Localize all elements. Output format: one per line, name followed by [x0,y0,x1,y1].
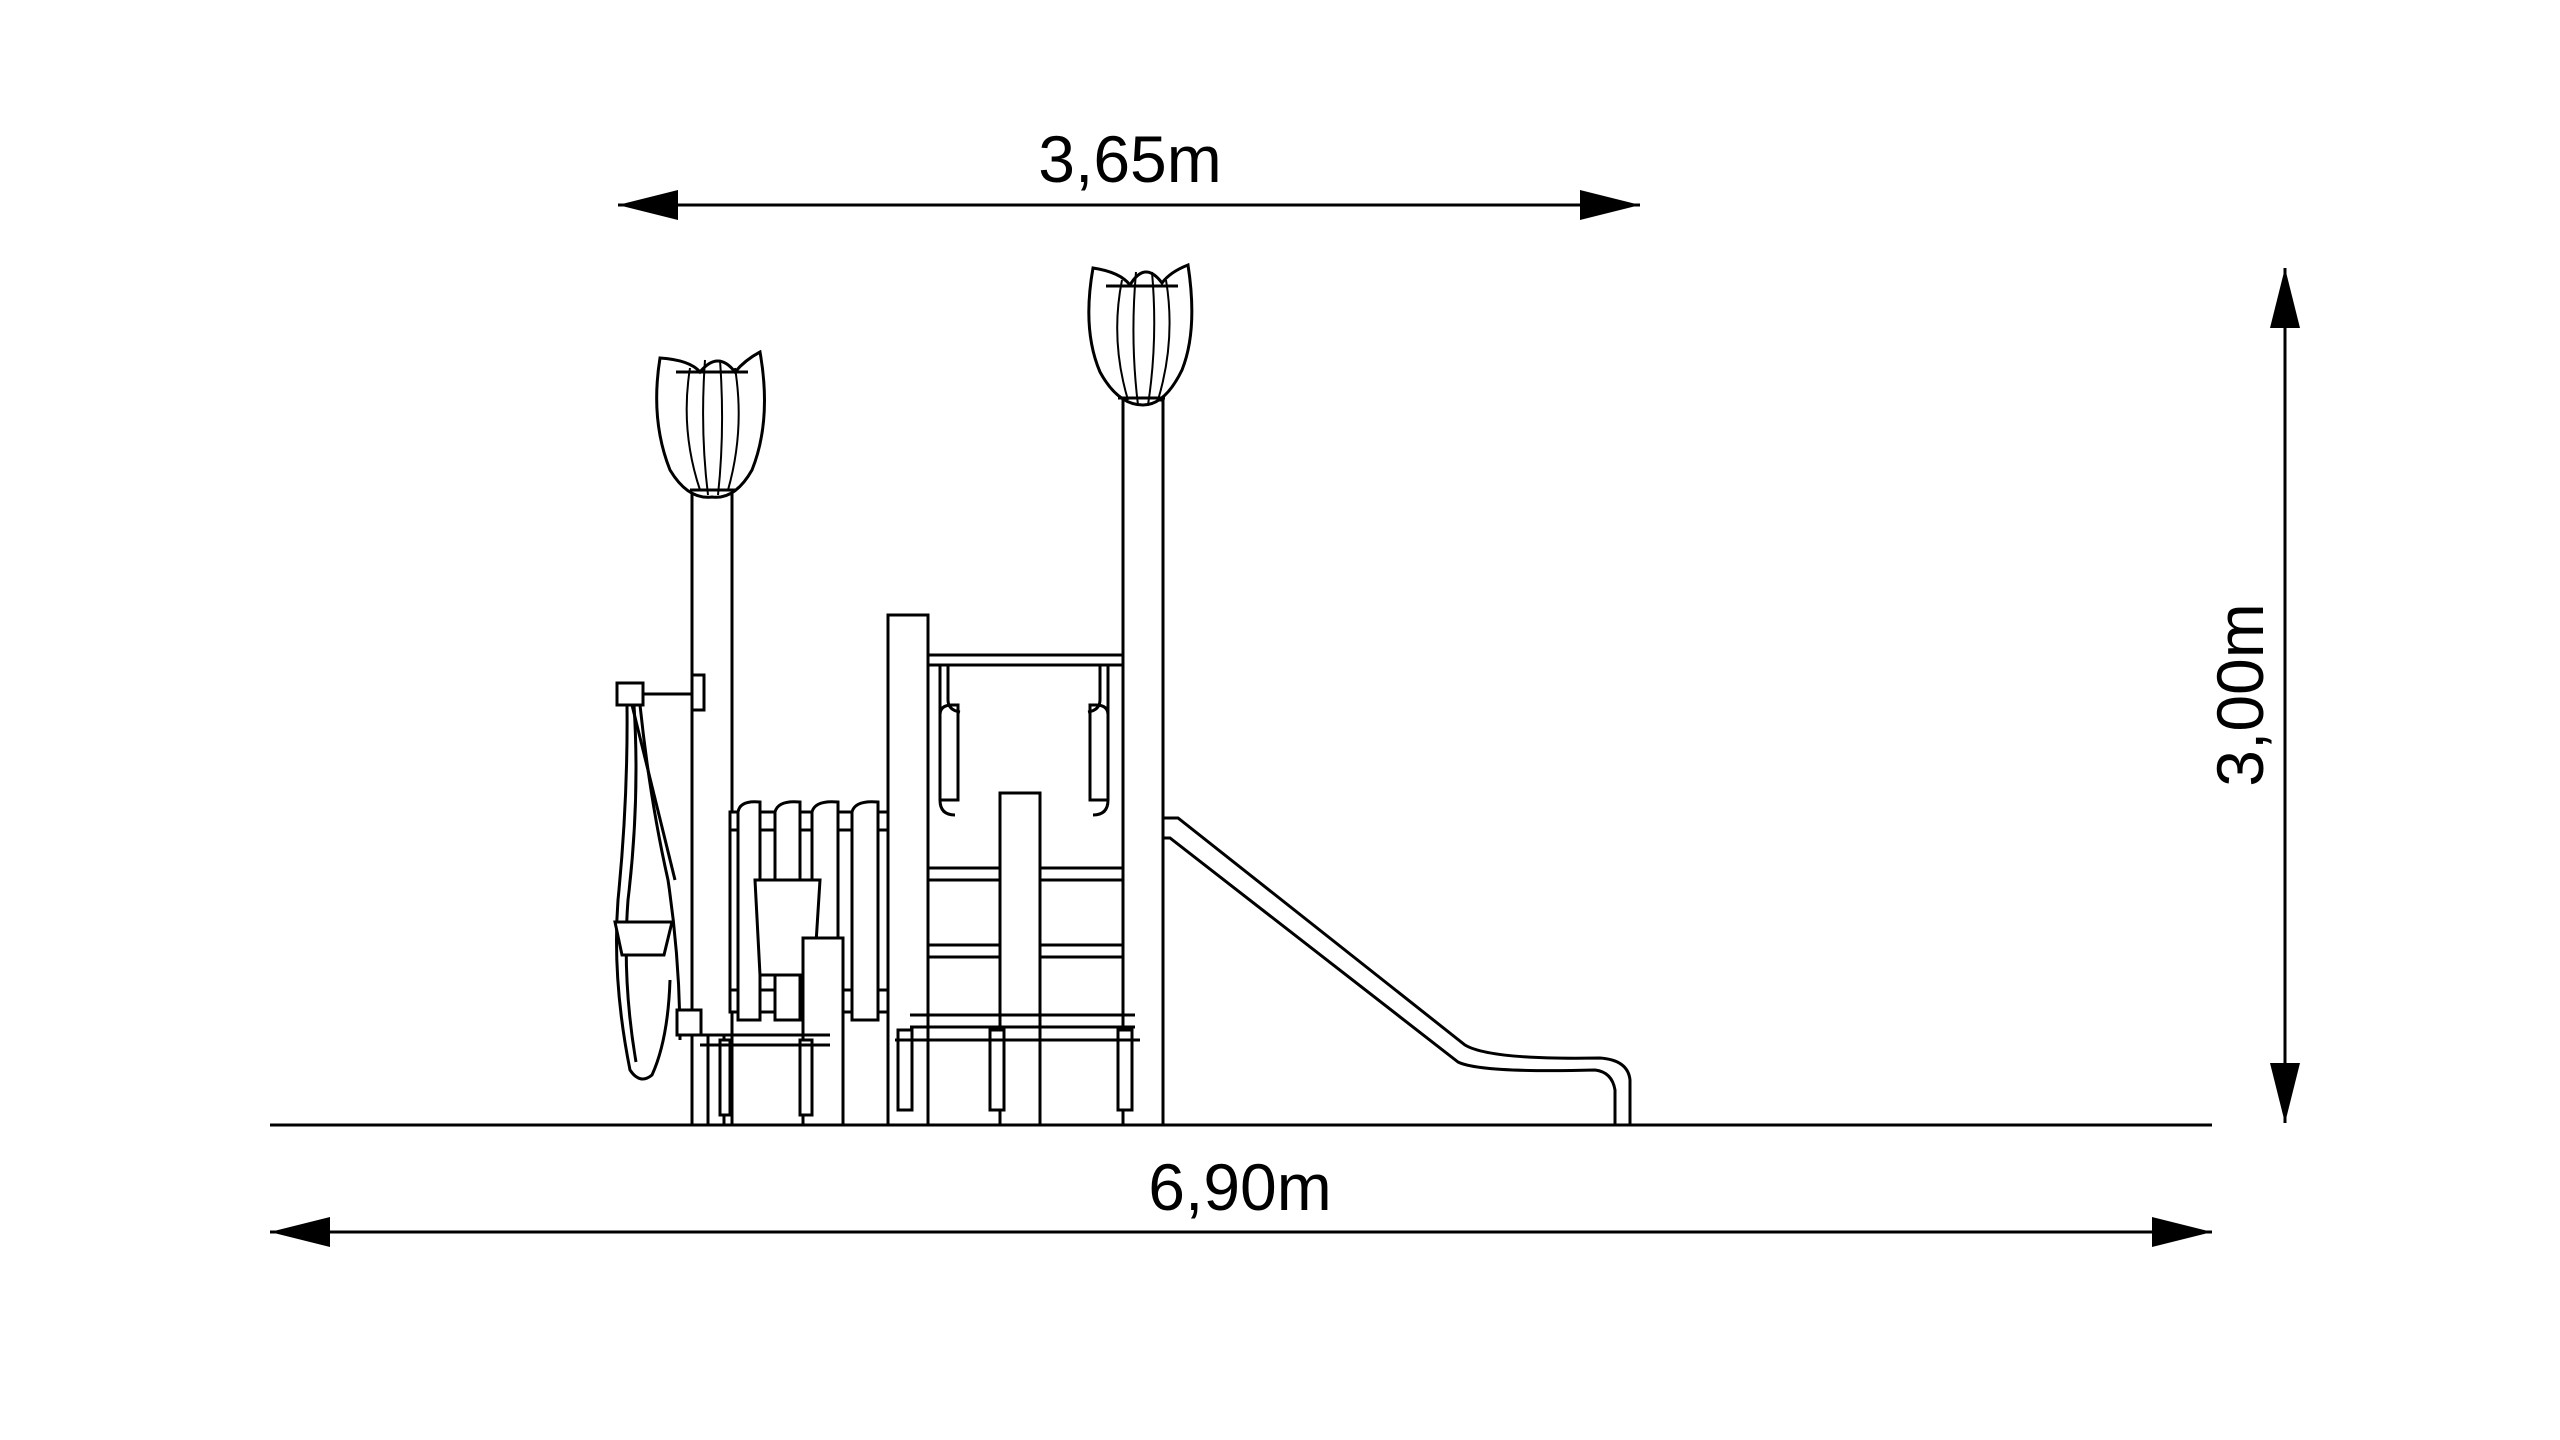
slide [1161,816,1632,1125]
inner-short-post [998,791,1042,1127]
right-tower-post [1121,398,1165,1127]
base-frame [895,1013,1140,1112]
dimension-height: 3,00m [2203,268,2300,1123]
dimension-top: 3,65m [618,122,1640,220]
left-deck-section [700,800,900,1127]
dimension-bottom: 6,90m [270,1150,2212,1247]
left-tulip-top [655,349,766,499]
dimension-bottom-label: 6,90m [1148,1150,1331,1224]
dimension-height-label: 3,00m [2203,603,2277,786]
play-structure [613,262,1632,1127]
right-tulip-top [1087,262,1194,407]
rope-swing [613,673,706,1081]
dimension-top-label: 3,65m [1038,122,1221,196]
